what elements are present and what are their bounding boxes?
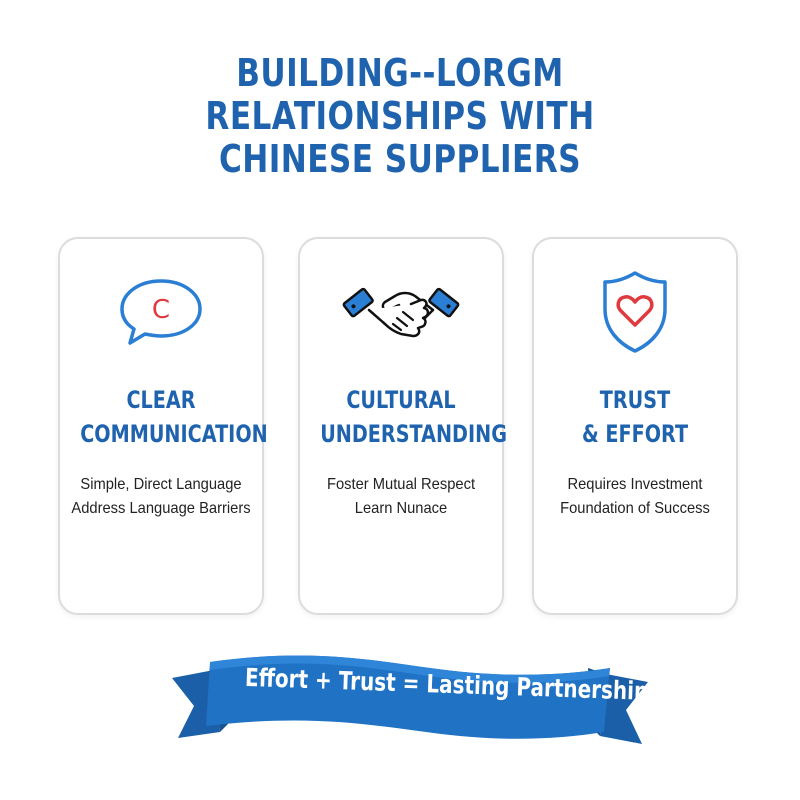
- card-body-line-1: Foster Mutual Respect: [326, 476, 476, 493]
- card-heading-line-2: & EFFORT: [581, 420, 689, 448]
- chat-bubble-letter: C: [152, 295, 170, 325]
- card-body-line-2: Learn Nunace: [354, 500, 448, 517]
- shield-heart-icon: [534, 267, 736, 357]
- card-body-line-2: Foundation of Success: [560, 500, 710, 517]
- card-body: Requires Investment Foundation of Succes…: [534, 473, 736, 521]
- ribbon-banner: [172, 655, 648, 744]
- card-heading-line-1: TRUST: [599, 386, 671, 414]
- card-heading-line-2: UNDERSTANDING: [320, 420, 507, 448]
- handshake-icon: [300, 267, 502, 357]
- card-heading-line-1: CULTURAL: [346, 386, 456, 414]
- card-heading: CULTURAL UNDERSTANDING: [300, 383, 507, 451]
- title-line-1: BUILDING--LORGM: [236, 51, 564, 95]
- card-heading-line-2: COMMUNICATION: [80, 420, 268, 448]
- page-title: BUILDING--LORGM RELATIONSHIPS WITH CHINE…: [72, 52, 728, 181]
- chat-bubble-icon: C: [60, 267, 262, 357]
- card-heading: CLEAR COMMUNICATION: [60, 383, 268, 451]
- card-body-line-1: Requires Investment: [567, 476, 703, 493]
- card-heading: TRUST & EFFORT: [534, 383, 736, 451]
- title-line-2: RELATIONSHIPS WITH: [205, 94, 595, 138]
- card-cultural-understanding: CULTURAL UNDERSTANDING Foster Mutual Res…: [298, 237, 507, 615]
- card-body: Foster Mutual Respect Learn Nunace: [300, 473, 502, 521]
- card-heading-line-1: CLEAR: [126, 386, 196, 414]
- card-trust-effort: TRUST & EFFORT Requires Investment Found…: [532, 237, 738, 615]
- card-body: Simple, Direct Language Address Language…: [60, 473, 262, 521]
- card-body-line-1: Simple, Direct Language: [80, 476, 242, 493]
- card-clear-communication: C CLEAR COMMUNICATION Simple, Direct Lan…: [58, 237, 268, 615]
- title-line-3: CHINESE SUPPLIERS: [218, 137, 582, 181]
- card-body-line-2: Address Language Barriers: [71, 500, 251, 517]
